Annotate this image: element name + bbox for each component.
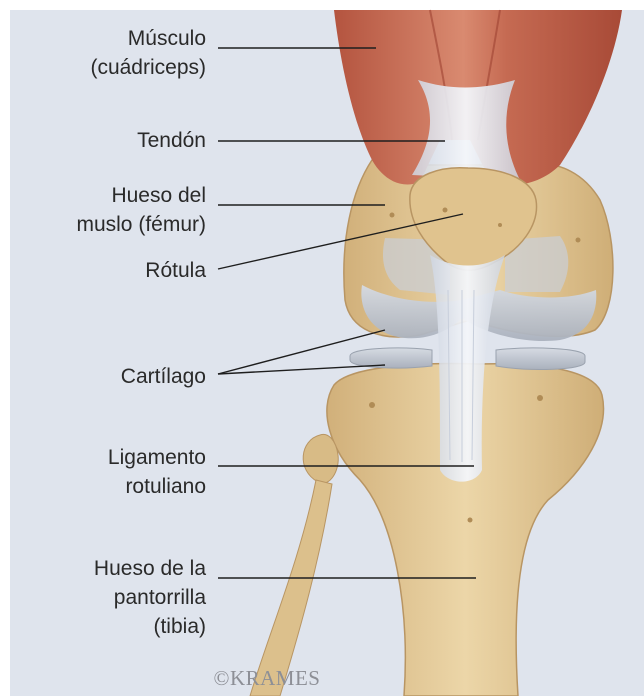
label-cartilage: Cartílago xyxy=(121,362,206,391)
label-muscle-line1: Músculo xyxy=(90,24,206,53)
label-femur-line1: Hueso del xyxy=(76,181,206,210)
label-femur-line2: muslo (fémur) xyxy=(76,210,206,239)
label-ligament-line1: Ligamento xyxy=(108,443,206,472)
label-patellar-ligament: Ligamento rotuliano xyxy=(108,443,206,501)
label-tendon-line1: Tendón xyxy=(137,126,206,155)
label-muscle-line2: (cuádriceps) xyxy=(90,53,206,82)
label-cartilage-line1: Cartílago xyxy=(121,362,206,391)
label-tibia-line2: pantorrilla xyxy=(94,583,206,612)
label-tibia-line1: Hueso de la xyxy=(94,554,206,583)
label-muscle: Músculo (cuádriceps) xyxy=(90,24,206,82)
label-tendon: Tendón xyxy=(137,126,206,155)
label-femur: Hueso del muslo (fémur) xyxy=(76,181,206,239)
copyright-credit: ©KRAMES xyxy=(0,666,534,691)
label-tibia: Hueso de la pantorrilla (tibia) xyxy=(94,554,206,641)
label-ligament-line2: rotuliano xyxy=(108,472,206,501)
label-patella-line1: Rótula xyxy=(145,256,206,285)
label-patella: Rótula xyxy=(145,256,206,285)
tibia-shape xyxy=(250,364,603,696)
label-tibia-line3: (tibia) xyxy=(94,612,206,641)
